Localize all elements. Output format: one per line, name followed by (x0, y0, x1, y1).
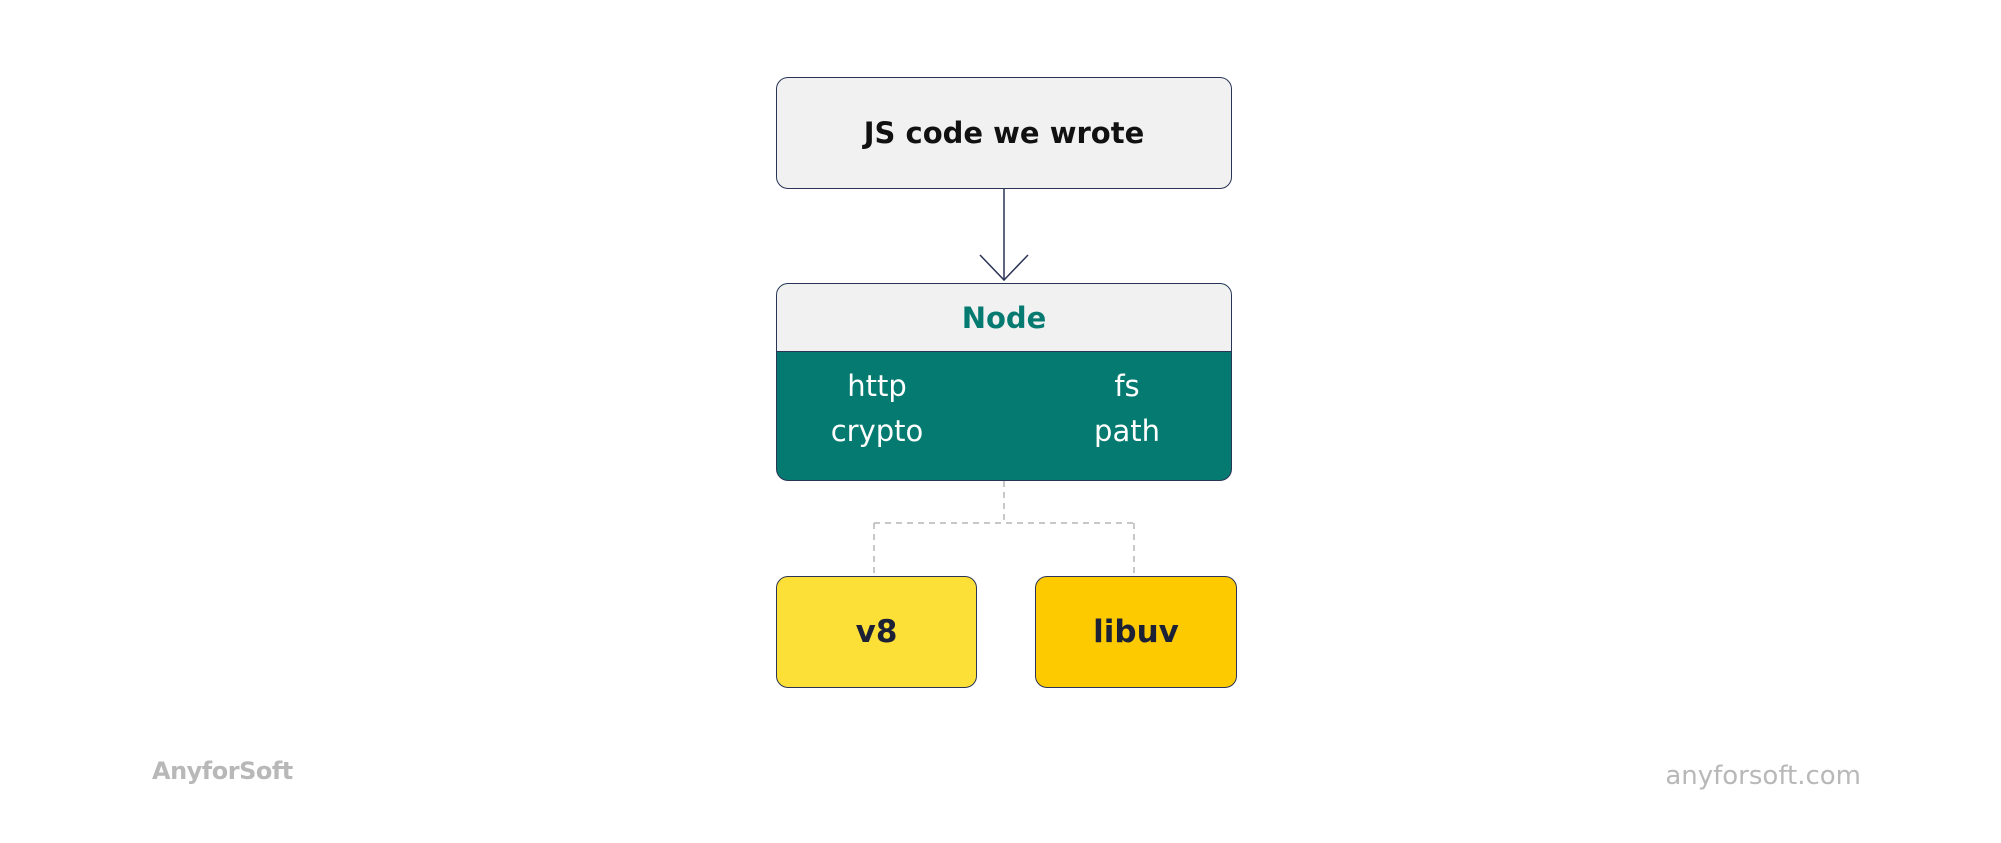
v8-label: v8 (855, 614, 898, 650)
js-code-box: JS code we wrote (776, 77, 1232, 189)
arrow-head-icon (979, 254, 1029, 282)
libuv-label: libuv (1093, 614, 1179, 650)
module-fs: fs (1114, 369, 1140, 403)
module-http: http (847, 369, 907, 403)
module-crypto: crypto (830, 414, 924, 448)
node-title: Node (961, 300, 1047, 335)
module-path: path (1094, 414, 1160, 448)
dependency-connector (873, 481, 1135, 576)
libuv-box: libuv (1035, 576, 1237, 688)
site-url: anyforsoft.com (1665, 761, 1861, 791)
v8-box: v8 (776, 576, 977, 688)
node-modules: http fs crypto path (777, 352, 1231, 480)
brand-logo: AnyforSoft (152, 757, 293, 785)
js-code-label: JS code we wrote (863, 116, 1145, 150)
node-box: Node http fs crypto path (776, 283, 1232, 481)
node-header: Node (777, 284, 1231, 352)
